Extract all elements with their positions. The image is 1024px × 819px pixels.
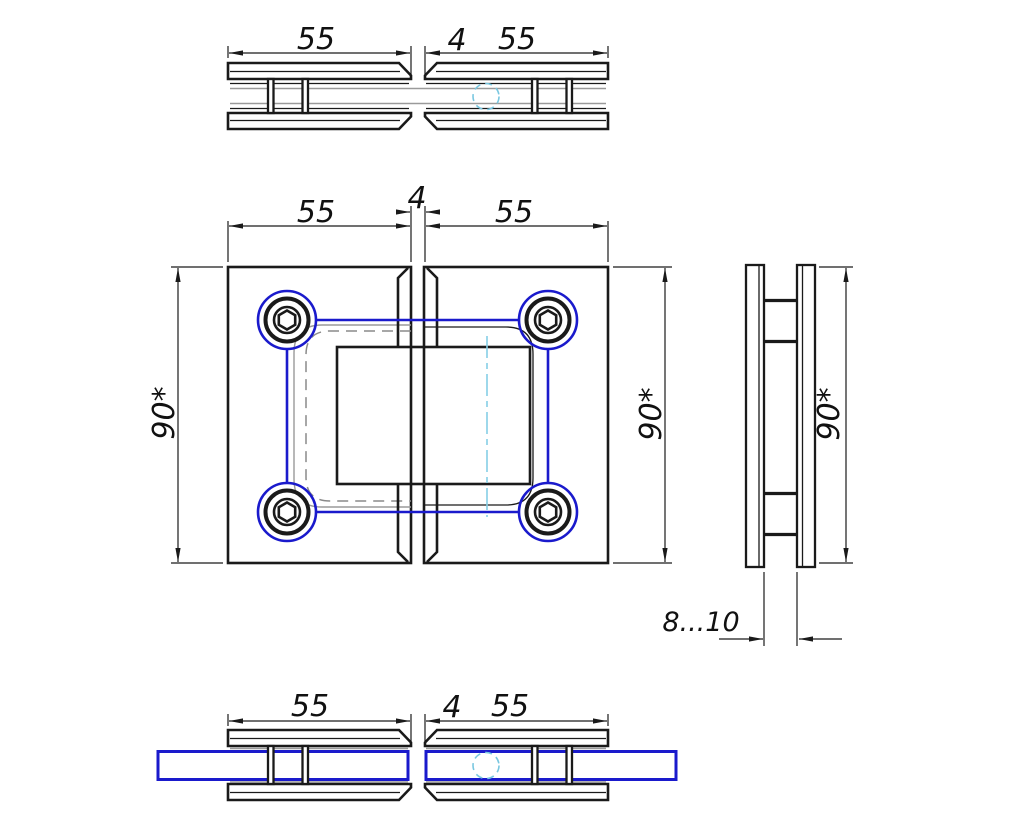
dim-label-bottom-left: 55 [291,689,329,724]
hinge-pin-hole [472,82,500,111]
bottom-view: 55 4 55 [156,689,678,802]
dim-label-glass-thickness: 8...10 [662,607,739,638]
right-plate-inner-contour [424,326,534,506]
gasket-edges [230,82,606,110]
glass-panel-right [424,750,678,781]
side-right-plate [795,263,817,569]
screw-post [530,77,539,115]
side-view-dimensions: 90* 8...10 [662,266,853,646]
hex-socket-icon [538,309,558,331]
dim-label-side-height: 90* [812,387,847,440]
extension-lines [819,266,853,564]
screw-post [565,744,574,786]
screw-top-right [524,296,572,344]
screw-post [530,744,539,786]
dim-label-top-left: 55 [297,22,335,57]
left-plate-inner-contour [293,324,411,508]
gasket-lines [285,318,550,514]
extension-lines [227,46,609,76]
hinge-knuckle [335,345,532,486]
screw-bottom-left [263,488,311,536]
dim-label-top-right: 55 [498,22,536,57]
screw-post [301,744,310,786]
side-left-plate [744,263,766,569]
bottom-view-dimensions: 55 4 55 [227,689,609,743]
glass-panel-left [156,750,410,781]
top-view: 55 4 55 [226,22,610,131]
extension-lines [227,206,609,262]
plate-inner-edges [230,70,606,122]
screw-post [301,77,310,115]
dim-label-front-height-left: 90* [147,386,182,439]
side-view: 90* 8...10 [662,263,853,646]
extension-lines [227,714,609,743]
hex-socket-icon [538,501,558,523]
front-view-dimensions: 55 4 55 90* 90* [147,181,672,564]
left-plate-hidden-contour [305,330,411,502]
hex-socket-icon [277,501,297,523]
screw-post [266,77,275,115]
gasket-edges [230,747,606,783]
gasket-inner-faces [230,87,606,105]
screw-top-left [263,296,311,344]
screw-post [266,744,275,786]
top-view-dimensions: 55 4 55 [227,22,609,76]
dim-label-front-left: 55 [297,195,335,230]
screw-bottom-right [524,488,572,536]
extension-lines [613,266,672,564]
extension-lines [171,266,223,564]
dim-label-bottom-gap: 4 [442,690,461,725]
gasket-outline [256,289,579,543]
dim-label-front-right: 55 [495,195,533,230]
dim-label-front-gap: 4 [407,181,426,216]
extension-lines [763,572,798,646]
gap-edges-over-knuckle [409,347,426,484]
screw-post [565,77,574,115]
dim-label-front-height-right: 90* [634,387,669,440]
screw-posts-side [765,298,797,537]
dim-label-bottom-right: 55 [491,689,529,724]
plate-inner-edges [230,737,606,794]
front-view: 55 4 55 90* 90* [147,181,672,565]
hex-socket-icon [277,309,297,331]
hinge-pin-hole [472,751,500,780]
dim-label-top-gap: 4 [447,23,466,58]
plate-inner-edges [758,266,804,566]
